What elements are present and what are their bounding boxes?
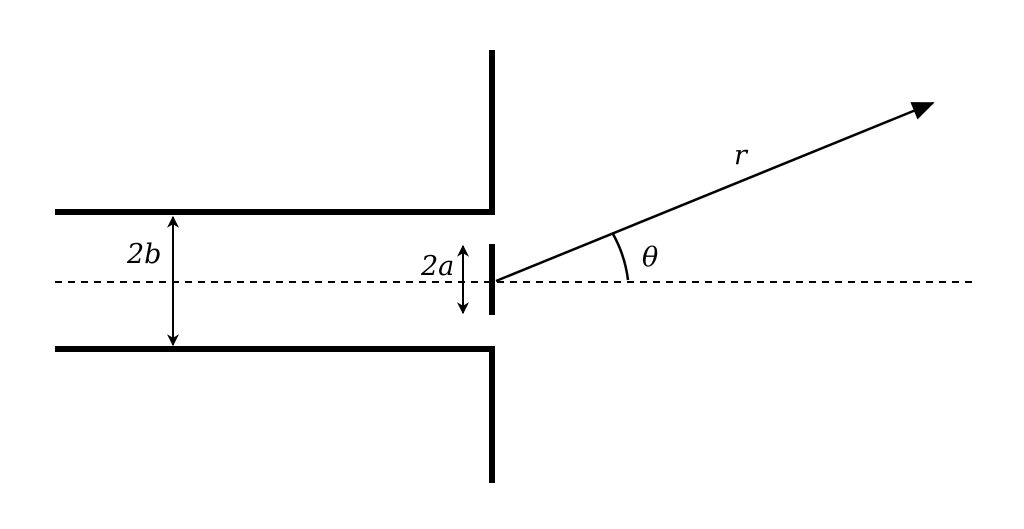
radius-vector-arrow [495,101,935,283]
angle-arc [611,233,630,281]
aperture-width-label: 2a [420,251,454,282]
angle-label: θ [642,242,658,273]
radius-label: r [734,140,749,171]
pipe-width-label: 2b [126,239,161,270]
